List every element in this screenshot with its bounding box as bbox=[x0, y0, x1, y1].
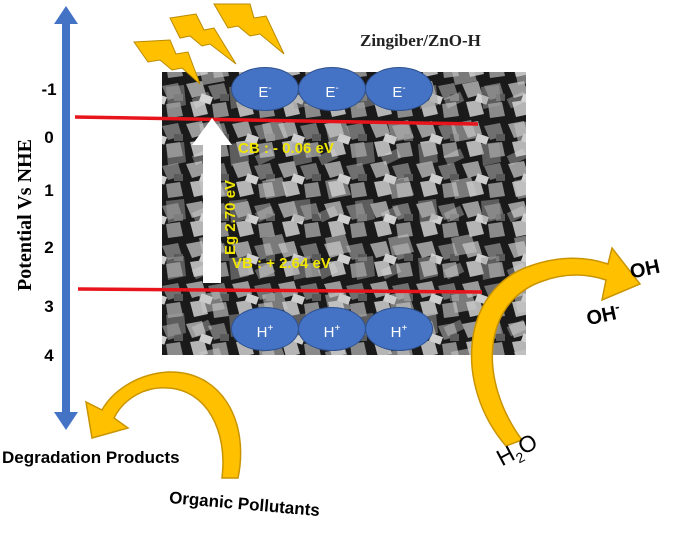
curved-arrow-icon bbox=[85, 371, 242, 479]
hole: H+ bbox=[298, 307, 366, 351]
electron: E- bbox=[231, 67, 299, 111]
axis-tick: 4 bbox=[44, 346, 54, 365]
potential-axis-label: Potential Vs NHE bbox=[14, 139, 36, 291]
lightning-bolt-icon bbox=[133, 39, 201, 85]
valence-band-line bbox=[77, 287, 483, 294]
axis-tick: -1 bbox=[41, 80, 57, 99]
curved-arrow-icon bbox=[470, 246, 642, 447]
diagram-title: Zingiber/ZnO-H bbox=[360, 31, 481, 50]
band-gap-label: Eg 2.70 eV bbox=[222, 179, 239, 255]
axis-tick: 3 bbox=[44, 297, 54, 316]
lightning-bolt-icon bbox=[213, 3, 285, 55]
conduction-band-label: CB : - 0.06 eV bbox=[238, 140, 334, 157]
hole: H+ bbox=[365, 307, 433, 351]
hole: H+ bbox=[231, 307, 299, 351]
axis-tick: 2 bbox=[44, 238, 54, 257]
conduction-band-line bbox=[74, 115, 479, 126]
lightning-bolt-icon bbox=[169, 13, 237, 65]
degradation-products-label: Degradation Products bbox=[2, 448, 180, 467]
axis-tick: 1 bbox=[44, 181, 54, 200]
electron: E- bbox=[298, 67, 366, 111]
valence-band-label: VB : + 2.64 eV bbox=[232, 255, 331, 272]
axis-tick: 0 bbox=[44, 128, 54, 147]
double-headed-arrow-icon bbox=[54, 6, 78, 430]
up-arrow-icon bbox=[192, 118, 232, 283]
electron: E- bbox=[365, 67, 433, 111]
